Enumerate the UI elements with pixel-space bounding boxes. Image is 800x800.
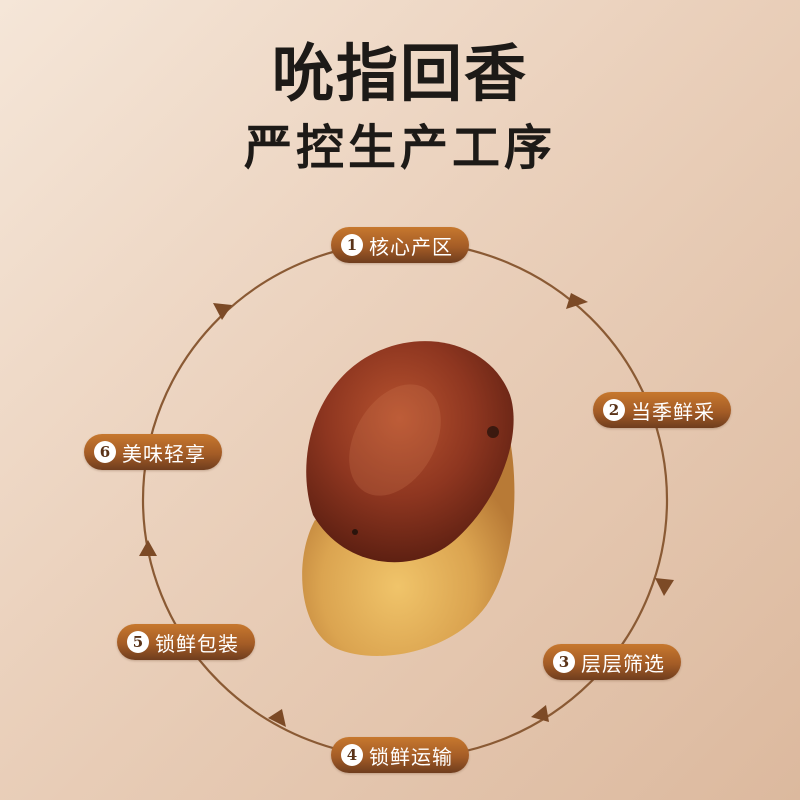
step-label: 锁鲜包装 — [155, 631, 239, 656]
process-step-1: 1 核心产区 — [331, 227, 469, 263]
step-label: 美味轻享 — [122, 441, 206, 466]
process-step-5: 5 锁鲜包装 — [117, 624, 255, 660]
arrow-icon — [566, 293, 588, 309]
step-number-badge: 5 — [127, 631, 149, 653]
step-label: 锁鲜运输 — [369, 744, 453, 769]
arrow-icon — [139, 540, 157, 556]
arrow-icon — [268, 709, 286, 727]
step-number-badge: 6 — [94, 441, 116, 463]
process-step-3: 3 层层筛选 — [543, 644, 681, 680]
arrow-icon — [531, 705, 549, 722]
page-title: 吮指回香 — [271, 37, 528, 110]
broad-bean-image — [302, 341, 515, 657]
step-label: 当季鲜采 — [631, 399, 715, 424]
process-step-6: 6 美味轻享 — [84, 434, 222, 470]
arrow-icon — [213, 303, 232, 320]
page-subtitle: 严控生产工序 — [243, 120, 556, 176]
step-number-badge: 4 — [341, 744, 363, 766]
process-step-4: 4 锁鲜运输 — [331, 737, 469, 773]
step-number-badge: 1 — [341, 234, 363, 256]
step-label: 层层筛选 — [581, 651, 665, 676]
arrow-icon — [655, 578, 674, 596]
step-number-badge: 3 — [553, 651, 575, 673]
process-step-2: 2 当季鲜采 — [593, 392, 731, 428]
step-label: 核心产区 — [369, 234, 453, 259]
step-number-badge: 2 — [603, 399, 625, 421]
